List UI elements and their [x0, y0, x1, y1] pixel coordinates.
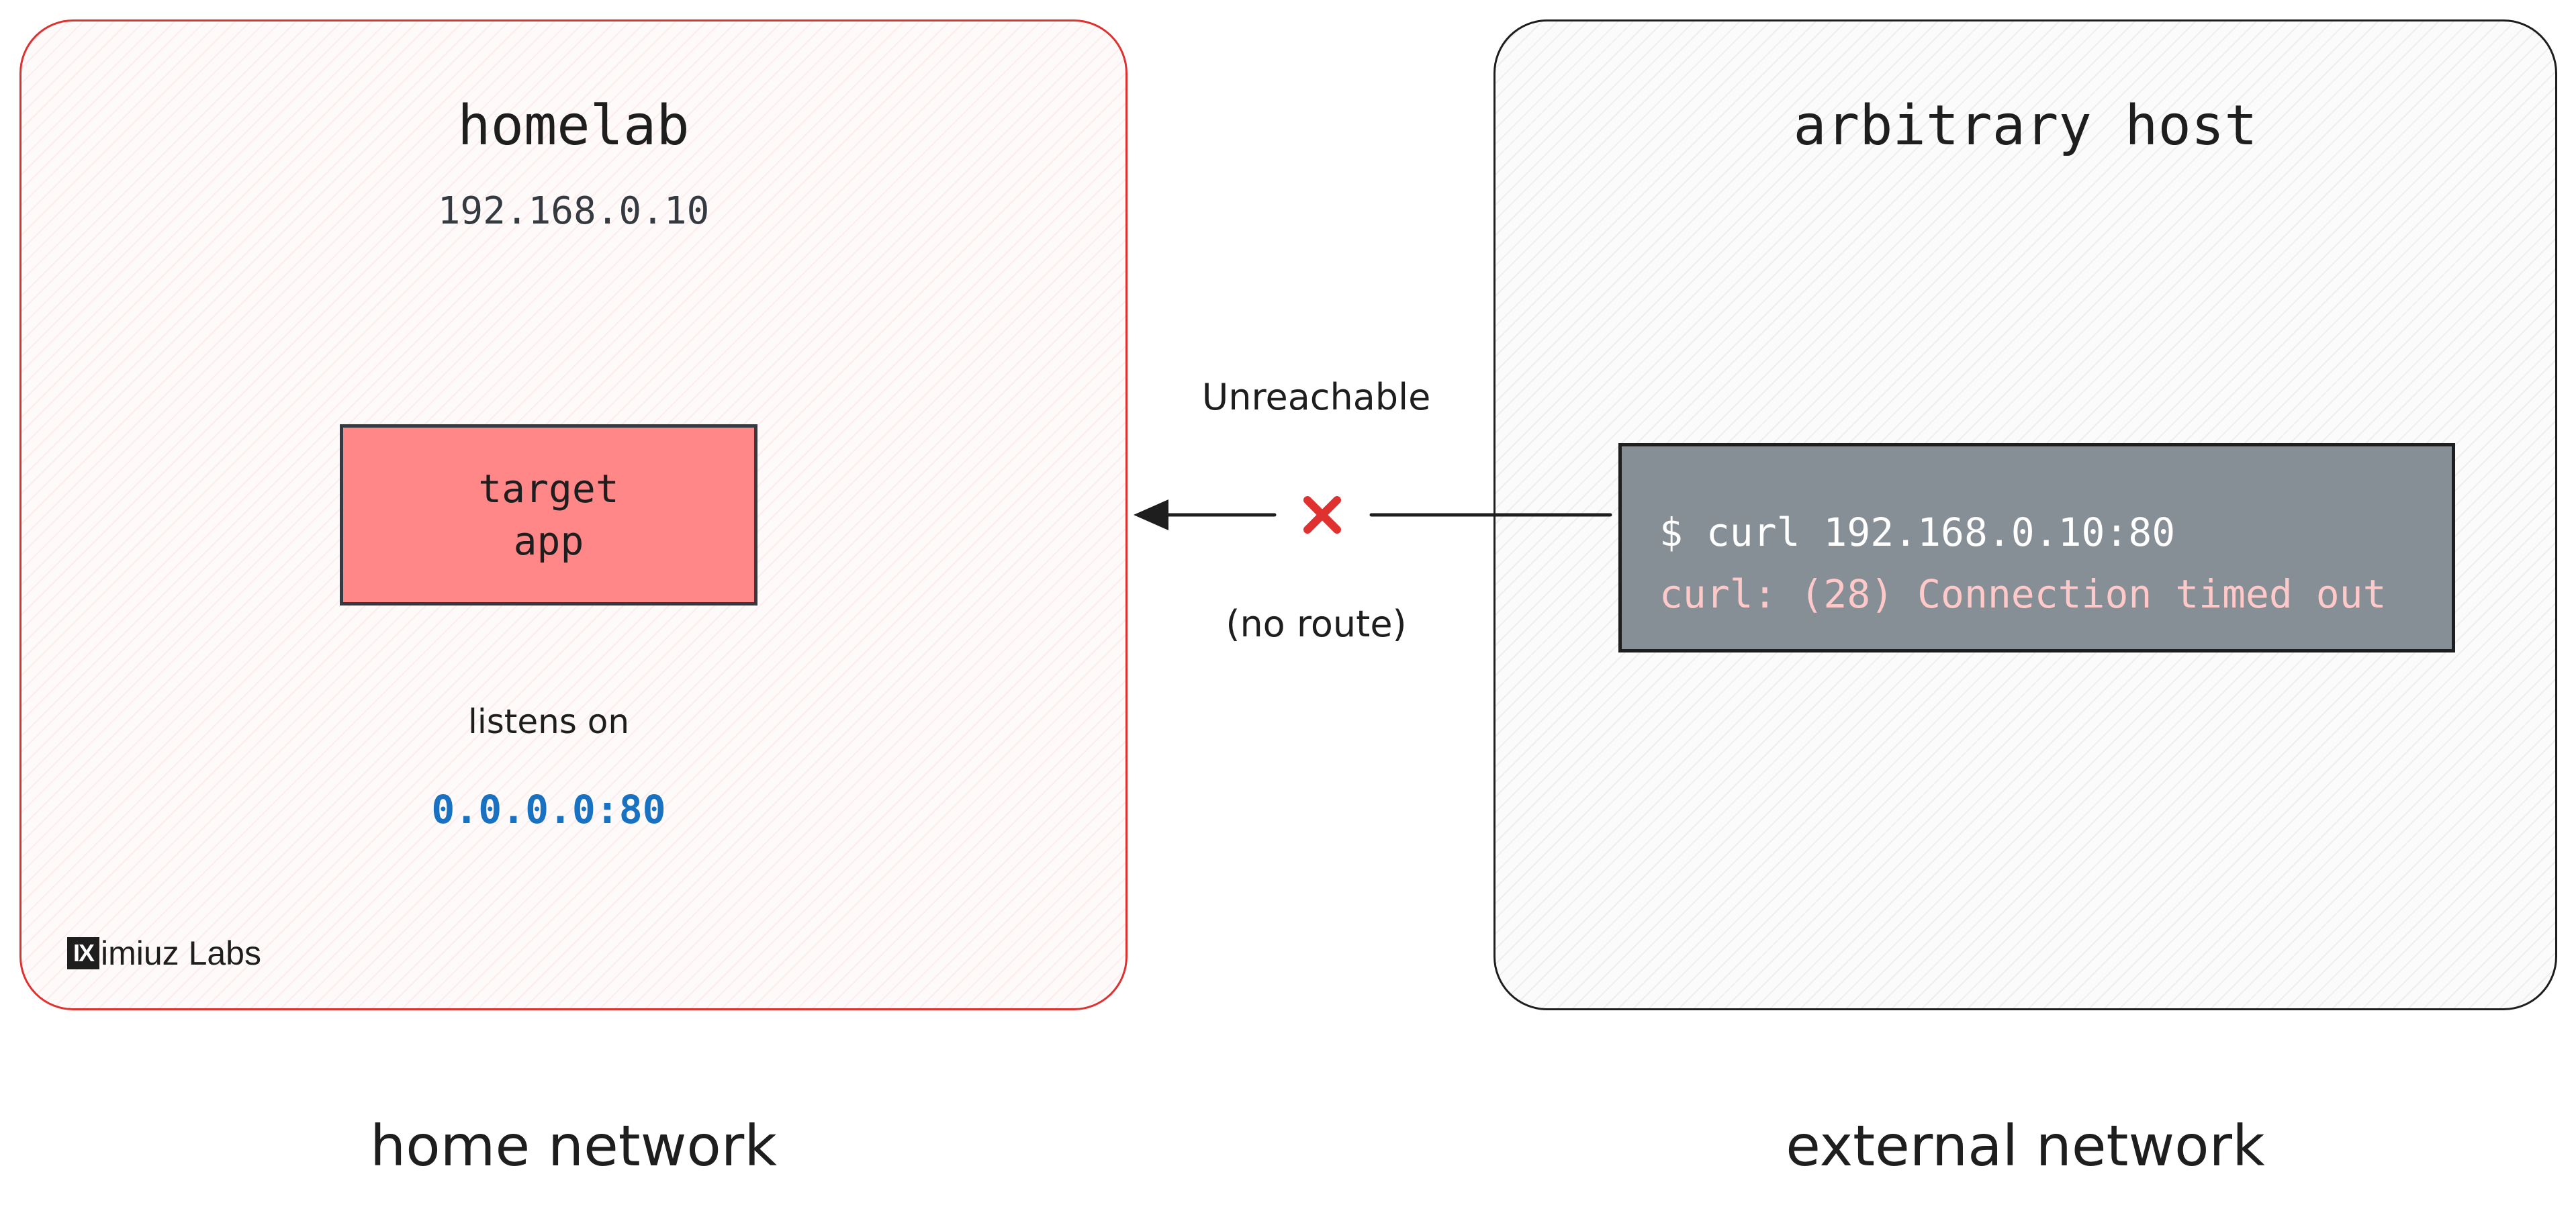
unreachable-label: Unreachable — [1201, 376, 1431, 418]
arbitrary-host-title: arbitrary host — [1793, 94, 2258, 158]
logo-mark: IX — [67, 937, 99, 969]
arrow-head — [1134, 499, 1168, 530]
target-app-box: target app — [340, 424, 757, 606]
logo-text: imiuz Labs — [101, 934, 261, 972]
listens-on-label: listens on — [467, 702, 630, 741]
curl-error: curl: (28) Connection timed out — [1659, 571, 2387, 617]
no-route-label: (no route) — [1226, 603, 1407, 645]
listen-address: 0.0.0.0:80 — [431, 787, 666, 832]
target-app-label-line2: app — [513, 518, 584, 564]
homelab-title: homelab — [457, 94, 690, 158]
target-app-label-line1: target — [478, 466, 619, 512]
curl-command: $ curl 192.168.0.10:80 — [1659, 510, 2176, 555]
external-network-label: external network — [1786, 1113, 2265, 1179]
x-icon — [1303, 496, 1341, 534]
homelab-ip: 192.168.0.10 — [437, 189, 710, 233]
terminal-window: $ curl 192.168.0.10:80 curl: (28) Connec… — [1618, 443, 2455, 652]
home-network-label: home network — [370, 1113, 777, 1179]
iximiuz-labs-logo: IX imiuz Labs — [67, 934, 261, 973]
